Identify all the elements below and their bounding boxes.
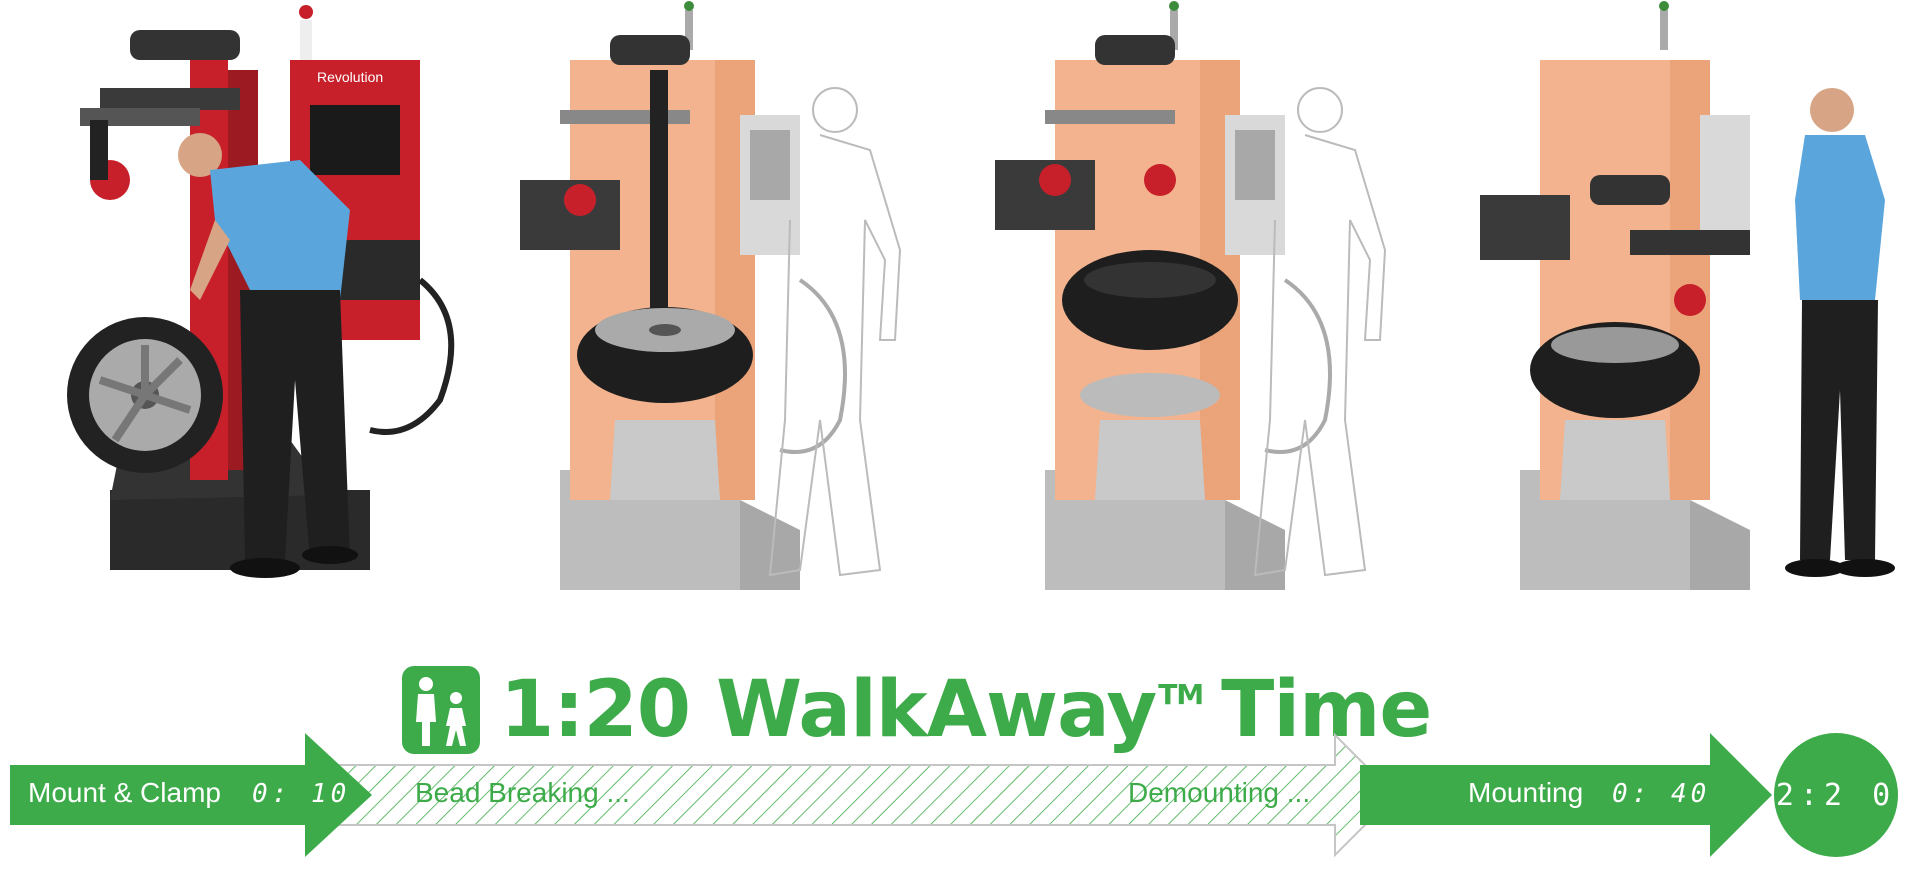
walkaway-time-value: 1:20 — [500, 665, 691, 755]
walkaway-brand: WalkAway — [716, 665, 1157, 755]
walkaway-suffix: Time — [1221, 665, 1432, 755]
walkaway-time-text: 1:20 WalkAwayTM Time — [500, 665, 1432, 755]
mounting-arrow — [1360, 733, 1772, 857]
machine-brand-text: Revolution — [317, 69, 383, 85]
step-time-mount-clamp: 0: 10 — [252, 779, 351, 809]
walkaway-people-icon — [402, 666, 480, 754]
machine-sequence-photos: Revolution — [67, 1, 1895, 590]
step-label-bead-breaking: Bead Breaking ... — [415, 777, 630, 808]
mount-clamp-arrow — [10, 733, 372, 857]
trademark-mark: TM — [1158, 678, 1204, 711]
step-label-mount-clamp: Mount & Clamp — [28, 777, 221, 808]
step-label-demounting: Demounting ... — [1128, 777, 1311, 808]
photo-demounting — [995, 1, 1387, 590]
walkaway-headline: 1:20 WalkAwayTM Time — [400, 660, 1432, 760]
photo-mounting — [1480, 1, 1895, 590]
photo-bead-breaking — [520, 1, 902, 590]
total-time-value: 2:2 0 — [1775, 777, 1897, 813]
total-time-badge: 2:2 0 — [1774, 733, 1898, 857]
step-label-mounting: Mounting — [1468, 777, 1584, 808]
step-time-mounting: 0: 40 — [1612, 779, 1711, 809]
photo-mount-clamp: Revolution — [67, 5, 455, 578]
process-timeline: Mount & Clamp 0: 10 Bead Breaking ... De… — [0, 725, 1920, 875]
timeline-arrows — [10, 732, 1772, 858]
